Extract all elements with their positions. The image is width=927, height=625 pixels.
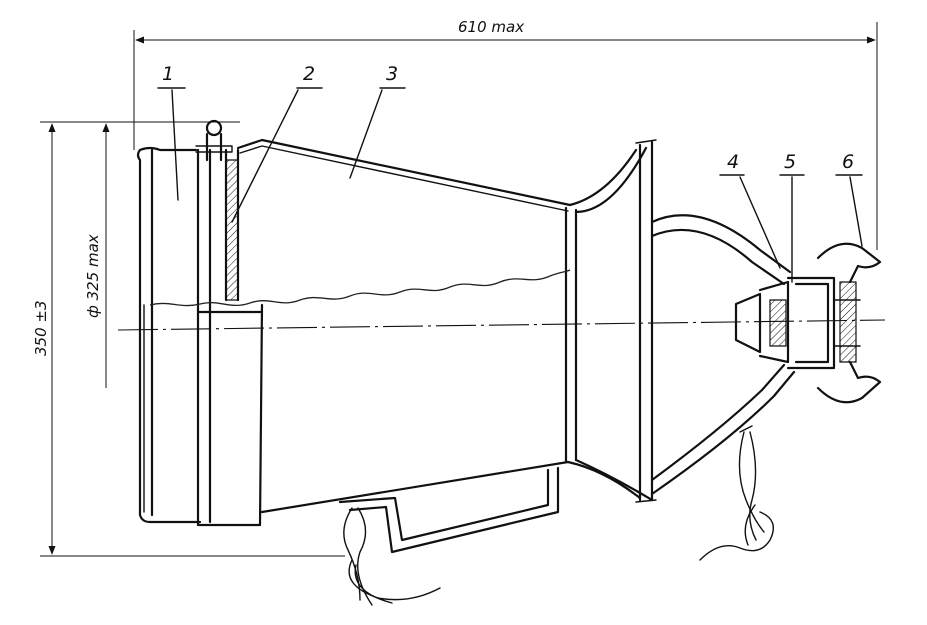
overall-length-label: 610 max	[458, 18, 524, 36]
callout-2: 2	[231, 63, 323, 223]
inlet-ring	[136, 146, 202, 524]
tie-cord-left	[343, 507, 441, 606]
callout-1-label: 1	[162, 63, 174, 85]
callout-6-label: 6	[842, 151, 854, 173]
tie-cord-right	[699, 431, 774, 561]
center-axis	[117, 319, 886, 331]
callout-5: 5	[779, 151, 805, 283]
conical-body	[236, 138, 657, 514]
height-dimension: 350 ±3	[32, 121, 345, 557]
break-line	[149, 269, 571, 307]
arch-bracket	[650, 214, 796, 496]
callout-4-label: 4	[727, 151, 739, 173]
callout-5-label: 5	[784, 151, 796, 173]
callout-1: 1	[157, 63, 186, 201]
clamp-sleeve	[195, 119, 264, 527]
diameter-dimension: ф 325 max	[84, 123, 110, 388]
coupling-head	[734, 242, 882, 404]
height-label: 350 ±3	[32, 300, 50, 356]
callout-6: 6	[835, 151, 863, 247]
carry-handle	[338, 466, 560, 554]
callout-4: 4	[719, 151, 781, 269]
callout-2-label: 2	[303, 63, 315, 85]
callout-3: 3	[349, 63, 406, 179]
overall-length-dimension: 610 max	[133, 18, 878, 250]
diameter-label: ф 325 max	[84, 234, 102, 318]
callout-3-label: 3	[386, 63, 398, 85]
